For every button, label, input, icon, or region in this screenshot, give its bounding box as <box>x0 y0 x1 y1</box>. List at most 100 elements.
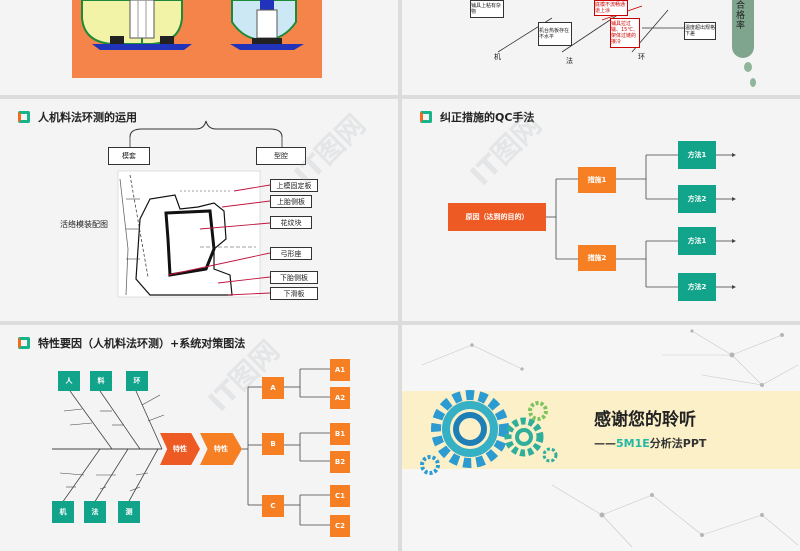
method-1b-box[interactable]: 方法2 <box>678 185 716 213</box>
subtitle-text: 分析法PPT <box>649 437 707 450</box>
note-platen: 机台热板存在不水平 <box>538 22 572 46</box>
category-text: 环 <box>133 377 141 385</box>
label-cavity: 型腔 <box>256 147 306 165</box>
slide-5[interactable]: 特性要因（人机料法环测）+系统对策图法 <box>0 325 398 551</box>
note-debris: 铺具上粘有杂物 <box>470 0 504 18</box>
slide-1[interactable] <box>0 0 398 95</box>
leaf-a2-box[interactable]: A2 <box>330 387 350 409</box>
leaf-text: B2 <box>334 458 346 466</box>
leaf-b2-box[interactable]: B2 <box>330 451 350 473</box>
method-2b-box[interactable]: 方法2 <box>678 273 716 301</box>
leaf-text: C2 <box>334 522 345 530</box>
note-cooling: 铺具拉过输、15℃、架体过链的接冷 <box>610 18 640 48</box>
category-text: 料 <box>97 377 105 385</box>
category-person[interactable]: 人 <box>58 371 80 391</box>
label-text: 型腔 <box>274 152 288 160</box>
category-environment[interactable]: 环 <box>126 371 148 391</box>
category-material[interactable]: 料 <box>90 371 112 391</box>
group-a-box[interactable]: A <box>262 377 284 399</box>
slide-title: 纠正措施的QC手法 <box>420 109 534 125</box>
method-1a-box[interactable]: 方法1 <box>678 141 716 169</box>
leaf-text: B1 <box>334 430 346 438</box>
slide-title: 人机料法环测的运用 <box>18 109 137 125</box>
title-mark-icon <box>420 111 432 123</box>
category-measurement[interactable]: 测 <box>118 501 140 523</box>
slide-2[interactable]: 铺具上粘有杂物 底模不流畅通道上涂 机台热板存在不水平 铺具拉过输、15℃、架体… <box>402 0 800 95</box>
note-text: 铺具上粘有杂物 <box>471 3 502 15</box>
note-text: 机台热板存在不水平 <box>539 28 570 40</box>
closing-subtitle: ——5M1E分析法PPT <box>594 435 706 451</box>
part-upper-side-plate: 上胎侧板 <box>270 195 312 208</box>
side-ribbon <box>732 0 754 58</box>
slide-title-text: 人机料法环测的运用 <box>38 111 137 124</box>
category-method: 法 <box>566 57 573 65</box>
method-text: 方法2 <box>687 195 707 203</box>
title-mark-icon <box>18 337 30 349</box>
category-machine: 机 <box>494 53 501 61</box>
part-tread-segment: 花纹块 <box>270 216 312 229</box>
measure-1-box[interactable]: 措施1 <box>578 167 616 193</box>
label-mold-sleeve: 模套 <box>108 147 150 165</box>
network-background <box>421 329 799 548</box>
side-ribbon-text: 合格率 <box>736 1 746 31</box>
part-label: 花纹块 <box>280 218 302 227</box>
mold-cross-section-image <box>81 0 304 50</box>
leaf-a1-box[interactable]: A1 <box>330 359 350 381</box>
slide-title-text: 特性要因（人机料法环测）+系统对策图法 <box>38 337 246 350</box>
method-2a-box[interactable]: 方法1 <box>678 227 716 255</box>
characteristic-text: 特性 <box>173 445 187 453</box>
method-text: 方法2 <box>687 283 707 291</box>
fishbone-system-diagram <box>52 368 330 526</box>
part-upper-fixed-plate: 上模固定板 <box>270 179 318 192</box>
assembly-diagram <box>117 120 283 298</box>
cause-text: 原因（达到的目的） <box>465 213 529 221</box>
measure-2-box[interactable]: 措施2 <box>578 245 616 271</box>
subtitle-brand: 5M1E <box>616 437 650 450</box>
category-method[interactable]: 法 <box>84 501 106 523</box>
gear-icon <box>431 390 509 468</box>
leaf-text: A1 <box>334 366 346 374</box>
subtitle-dash: —— <box>594 437 616 450</box>
slide-title-text: 纠正措施的QC手法 <box>440 111 535 124</box>
cause-box[interactable]: 原因（达到的目的） <box>448 203 546 231</box>
category-text: 人 <box>65 377 73 385</box>
decor-dot <box>744 62 752 72</box>
tree-connectors <box>546 153 736 289</box>
method-text: 方法1 <box>687 151 707 159</box>
slide-3[interactable]: 人机料法环测的运用 模套 型腔 活络模装配图 上模固定板 上胎侧板 花纹块 弓形… <box>0 99 398 321</box>
group-c-box[interactable]: C <box>262 495 284 517</box>
part-label: 上模固定板 <box>276 181 312 190</box>
category-environment: 环 <box>638 53 645 61</box>
group-text: B <box>270 440 276 448</box>
category-machine[interactable]: 机 <box>52 501 74 523</box>
leaf-c2-box[interactable]: C2 <box>330 515 350 537</box>
measure-text: 措施2 <box>587 254 607 262</box>
group-text: A <box>270 384 276 392</box>
category-text: 测 <box>125 508 133 516</box>
part-lower-side-plate: 下胎侧板 <box>270 271 318 284</box>
assembly-drawing-label: 活络模装配图 <box>60 220 108 229</box>
leaf-text: A2 <box>334 394 346 402</box>
category-text: 机 <box>59 508 67 516</box>
group-text: C <box>270 502 276 510</box>
part-lower-slide-plate: 下滑板 <box>270 287 318 300</box>
label-text: 模套 <box>122 152 136 160</box>
leaf-b1-box[interactable]: B1 <box>330 423 350 445</box>
note-temperature: 温度超出规格下差 <box>684 22 716 40</box>
part-label: 下滑板 <box>283 289 305 298</box>
part-label: 下胎侧板 <box>280 273 308 282</box>
part-label: 上胎侧板 <box>277 197 305 206</box>
title-mark-icon <box>18 111 30 123</box>
category-text: 法 <box>91 508 99 516</box>
slide-4[interactable]: 纠正措施的QC手法 原因（达到的目的） 措施1 措施2 方法1 方法2 方法1 … <box>402 99 800 321</box>
part-bow-seat: 弓形座 <box>270 247 312 260</box>
slide-6[interactable]: 感谢您的聆听 ——5M1E分析法PPT <box>402 325 800 551</box>
slide-title: 特性要因（人机料法环测）+系统对策图法 <box>18 335 245 351</box>
group-b-box[interactable]: B <box>262 433 284 455</box>
part-label: 弓形座 <box>280 249 302 258</box>
measure-text: 措施1 <box>587 176 607 184</box>
note-text: 铺具拉过输、15℃、架体过链的接冷 <box>611 21 638 45</box>
method-text: 方法1 <box>687 237 707 245</box>
leaf-c1-box[interactable]: C1 <box>330 485 350 507</box>
closing-title: 感谢您的聆听 <box>594 410 696 430</box>
